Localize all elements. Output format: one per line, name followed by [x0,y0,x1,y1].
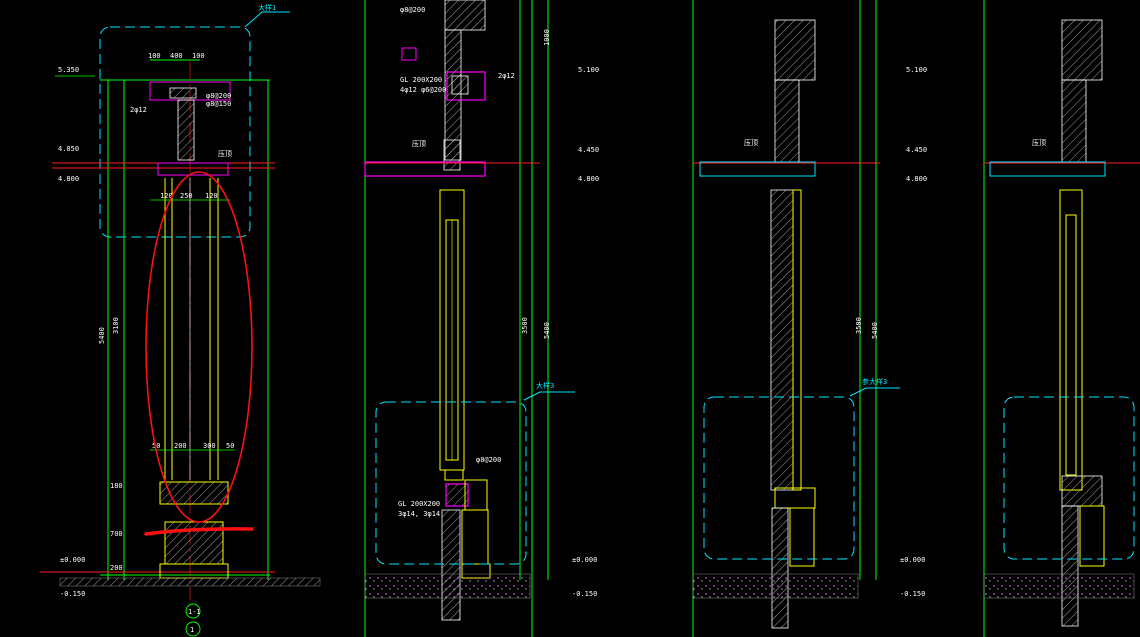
elev-p1-neg: -0.150 [60,590,85,598]
elev-p2-neg: -0.150 [572,590,597,598]
detail-box-3-ref[interactable] [703,396,855,560]
note-sill-p3: 压顶 [744,139,758,147]
note-bar-p2: 2φ12 [498,72,515,80]
section-panel-3: 5400 3500 压顶 参大样3 5.100 4.450 4.800 ±0.0… [692,0,927,637]
dim-p1-200b: 200 [110,564,123,572]
note-sec-p1: φ8@150 [206,100,231,108]
elev-p3-neg: -0.150 [900,590,925,598]
dim-5400-p3: 5400 [871,322,879,339]
elev-p2-top: 5.100 [578,66,599,74]
dim-p1-50: 50 [152,442,160,450]
section-panel-4: 压顶 [983,0,1140,637]
note-stirrup-p2b: φ8@200 [476,456,501,464]
detail-box-3[interactable] [375,401,527,565]
elev-p1-mid: 4.050 [58,145,79,153]
note-lintel-p2: GL 200X200 [400,76,442,84]
dim-p1-120b: 120 [205,192,218,200]
dim-p1-200: 200 [174,442,187,450]
note-lintel-p2b: GL 200X200 [398,500,440,508]
note-bar-p1: 2φ12 [130,106,147,114]
note-sill-p4: 压顶 [1032,139,1046,147]
detail-box-p4[interactable] [1003,396,1135,560]
dim-p1-300: 300 [203,442,216,450]
dim-p1-120: 120 [160,192,173,200]
dim-top-100b: 100 [192,52,205,60]
detail-ref-label-p3: 参大样3 [862,377,887,386]
dim-3500-p2: 3500 [521,317,529,334]
elev-p3-top: 5.100 [906,66,927,74]
note-stirrup-p1: φ8@200 [206,92,231,100]
note-rebar-p2: 4φ12 φ6@200 [400,86,446,94]
elev-p1-top: 5.350 [58,66,79,74]
section-marker-2-label: 1 [190,626,194,634]
elev-p2-zero: ±0.000 [572,556,597,564]
dim-top-400: 400 [170,52,183,60]
dim-top-100a: 100 [148,52,161,60]
section-marker-1-label: 1-1 [188,608,201,616]
red-markup-ellipse[interactable] [145,171,253,523]
section-panel-1: 大样1 5400 3100 100 400 100 5.350 4.050 4.… [40,3,321,637]
elev-p1-zero: ±0.000 [60,556,85,564]
section-marker-1[interactable] [185,603,201,619]
elev-p2-mid: 4.450 [578,146,599,154]
note-sill-p2: 压顶 [412,140,426,148]
dim-p1-700: 700 [110,530,123,538]
dim-3500-p3: 3500 [855,317,863,334]
section-panel-2: 5400 3500 1000 大样3 φ8@200 2φ12 GL 200X20… [364,0,599,637]
dim-p1-250: 250 [180,192,193,200]
elev-p1-mid2: 4.800 [58,175,79,183]
dim-1000-p2: 1000 [543,29,551,46]
elev-p3-mid: 4.450 [906,146,927,154]
dim-5400-p1: 5400 [98,327,106,344]
note-stirrup-p2: φ8@200 [400,6,425,14]
elev-p3-mid2: 4.800 [906,175,927,183]
dim-p1-50b: 50 [226,442,234,450]
dim-5400-p2: 5400 [543,322,551,339]
dim-3100-p1: 3100 [112,317,120,334]
note-rebar-p2b: 3φ14, 3φ14 [398,510,440,518]
note-sill-p1: 压顶 [218,150,232,158]
detail-label-1: 大样1 [258,3,276,12]
elev-p3-zero: ±0.000 [900,556,925,564]
red-markup-underline[interactable] [144,527,254,536]
detail-label-3: 大样3 [536,381,554,390]
section-marker-2[interactable] [185,621,201,637]
dim-p1-180: 180 [110,482,123,490]
elev-p2-mid2: 4.800 [578,175,599,183]
detail-box-1[interactable] [99,26,251,238]
